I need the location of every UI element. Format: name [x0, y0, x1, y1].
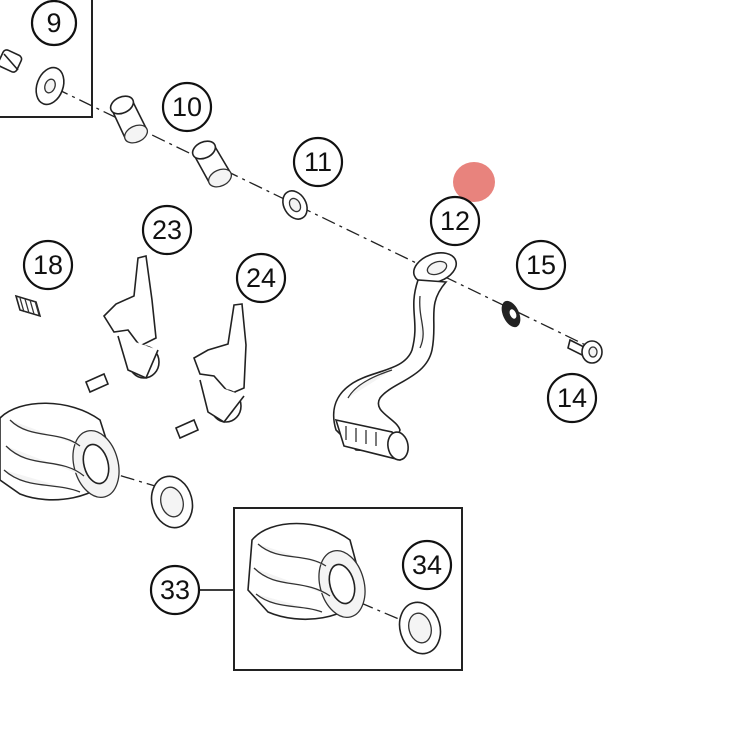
shift-drum — [0, 402, 120, 501]
callout-9-label: 9 — [46, 8, 61, 38]
callout-23-label: 23 — [152, 215, 182, 245]
callout-23: 23 — [141, 204, 193, 256]
callout-11: 11 — [292, 136, 344, 188]
washer-part-15 — [501, 300, 521, 328]
washer-part-9 — [35, 66, 65, 106]
bushing-part-10-b — [191, 140, 233, 188]
bearing-part-34 — [398, 601, 442, 655]
callout-12-label: 12 — [440, 206, 470, 236]
callout-10: 10 — [161, 81, 213, 133]
drum-axis — [94, 467, 186, 496]
bolt-part-left — [0, 49, 23, 73]
callout-18: 18 — [22, 239, 74, 291]
callout-33: 33 — [149, 564, 201, 616]
callout-15-label: 15 — [526, 250, 556, 280]
callout-15: 15 — [515, 239, 567, 291]
callout-34: 34 — [401, 539, 453, 591]
callout-11-label: 11 — [304, 147, 332, 177]
callout-14: 14 — [546, 372, 598, 424]
callout-14-label: 14 — [557, 383, 587, 413]
drum-detail-axis — [334, 591, 421, 629]
shift-fork-part-24 — [174, 303, 247, 440]
shift-lever-part-12 — [332, 252, 458, 461]
callout-24-label: 24 — [246, 263, 276, 293]
shift-drum-part-33 — [247, 522, 366, 621]
bolt-part-14 — [567, 338, 603, 364]
detail-frame-top-left — [0, 0, 93, 118]
highlight-marker — [453, 162, 495, 202]
callout-12: 12 — [429, 195, 481, 247]
detail-frame-33 — [233, 507, 463, 671]
callout-34-label: 34 — [412, 550, 442, 580]
callout-33-label: 33 — [160, 575, 190, 605]
drum-bearing — [150, 475, 194, 529]
callout-9: 9 — [30, 0, 78, 47]
callout-24: 24 — [235, 252, 287, 304]
spring-part-18 — [14, 294, 42, 318]
bushing-part-10-a — [109, 95, 149, 144]
shift-fork-part-23 — [84, 255, 160, 394]
callout-10-label: 10 — [172, 92, 202, 122]
washer-part-11 — [282, 190, 308, 220]
callout-18-label: 18 — [33, 250, 63, 280]
